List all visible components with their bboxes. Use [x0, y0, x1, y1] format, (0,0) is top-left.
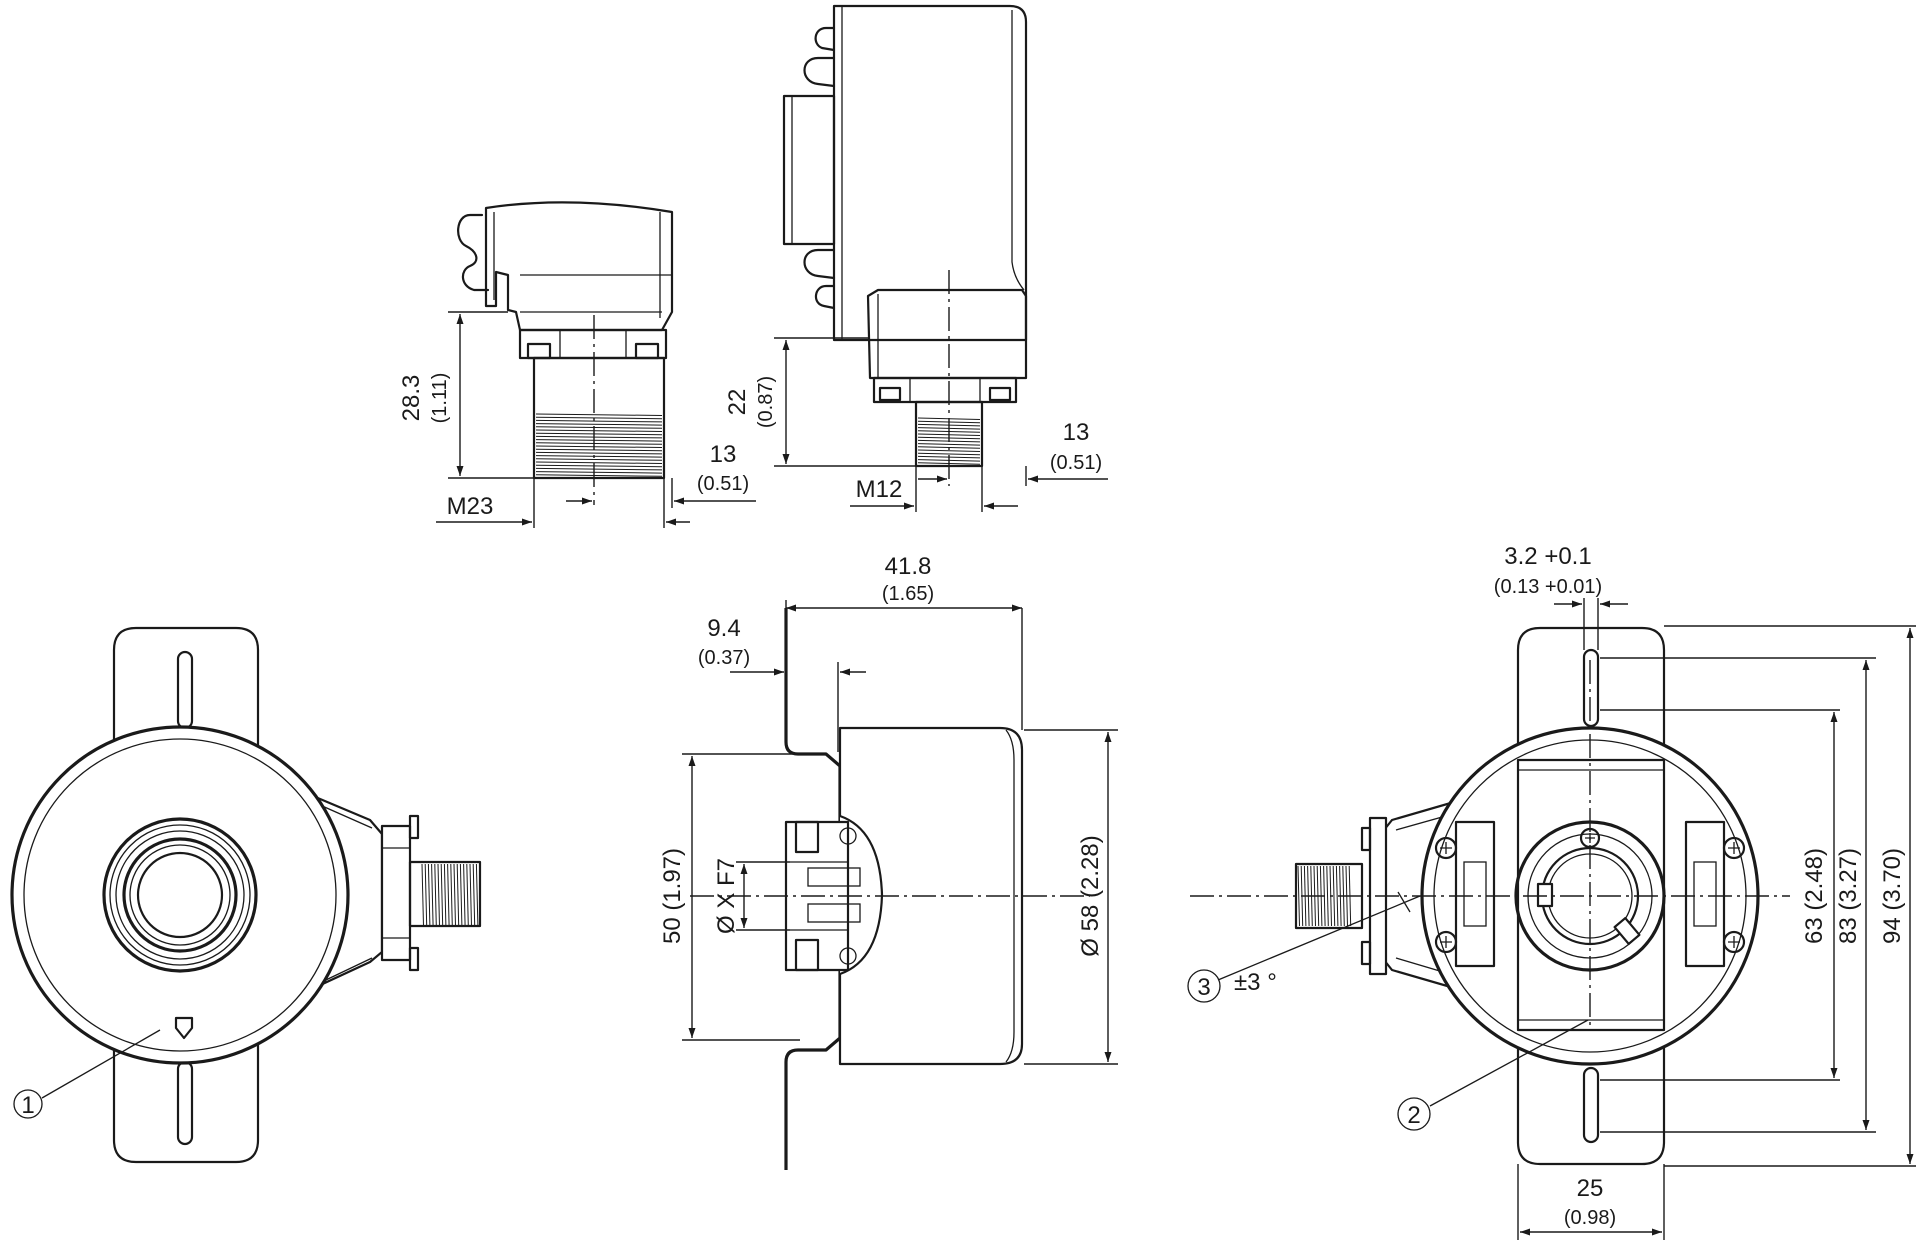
dim-rear-slot-inch: (0.13 +0.01)	[1494, 576, 1602, 598]
connector-view-m12: 22 (0.87) M12 13 (0.51)	[724, 4, 1108, 512]
thread-line	[459, 863, 463, 927]
thread-hatching-front	[421, 863, 479, 927]
thread-line	[535, 423, 663, 426]
dim-side-flange-value: 9.4	[707, 615, 740, 642]
thread-line	[535, 429, 663, 432]
thread-line	[535, 464, 663, 468]
dim-m12-thread-label: M12	[856, 476, 903, 503]
thread-line	[535, 471, 663, 474]
dim-rear-63: 63 (2.48)	[1801, 848, 1828, 944]
thread-line	[535, 445, 663, 448]
thread-hatching-m23	[535, 413, 663, 477]
thread-line	[535, 426, 663, 429]
thread-line	[917, 452, 981, 456]
callout-2: 2	[1407, 1102, 1420, 1129]
thread-line	[535, 467, 663, 471]
rear-view: 3.2 +0.1 (0.13 +0.01) 63 (2.48) 83 (3.27…	[1187, 543, 1916, 1240]
thread-line	[535, 432, 663, 436]
thread-line	[917, 443, 981, 446]
callout-1: 1	[21, 1092, 34, 1119]
thread-line	[469, 863, 472, 927]
thread-line	[535, 416, 663, 420]
dim-m12-offset-inch: (0.51)	[1050, 452, 1102, 474]
dim-rear-angle: ±3 °	[1234, 969, 1277, 996]
dim-m23-offset-inch: (0.51)	[697, 473, 749, 495]
thread-line	[434, 863, 437, 927]
dim-side-height: 50 (1.97)	[659, 848, 686, 944]
dim-side-diameter: Ø 58 (2.28)	[1077, 835, 1104, 956]
dim-side-flange-inch: (0.37)	[698, 647, 750, 669]
dim-side-length-value: 41.8	[885, 553, 932, 580]
thread-line	[535, 474, 663, 477]
dim-rear-slot-value: 3.2 +0.1	[1504, 543, 1591, 570]
thread-line	[535, 419, 663, 423]
thread-line	[447, 863, 450, 927]
dim-m12-height-value: 22	[724, 389, 751, 416]
thread-line	[535, 451, 663, 455]
thread-line	[453, 863, 456, 927]
thread-line	[535, 435, 663, 439]
thread-line	[421, 863, 424, 927]
thread-line	[535, 439, 663, 442]
thread-line	[443, 863, 447, 927]
thread-line	[1326, 865, 1329, 927]
thread-line	[535, 458, 663, 461]
thread-line	[472, 863, 476, 927]
dim-m23-offset-value: 13	[710, 441, 737, 468]
thread-line	[424, 863, 428, 927]
thread-line	[917, 449, 981, 452]
dim-side-length-inch: (1.65)	[882, 583, 934, 605]
thread-line	[535, 442, 663, 445]
thread-line	[1332, 865, 1336, 927]
front-view: 1	[10, 626, 482, 1164]
thread-line	[463, 863, 466, 927]
thread-line	[535, 461, 663, 464]
dim-rear-94: 94 (3.70)	[1879, 848, 1906, 944]
dim-side-shaft: Ø X F7	[713, 858, 740, 934]
thread-line	[437, 863, 440, 927]
thread-line	[535, 448, 663, 452]
dim-rear-width-inch: (0.98)	[1564, 1207, 1616, 1229]
thread-line	[1335, 865, 1339, 927]
thread-line	[1297, 865, 1300, 927]
thread-line	[535, 455, 663, 458]
dim-m23-height-value: 28.3	[398, 375, 425, 422]
dim-m23-height-inch: (1.11)	[429, 373, 451, 424]
thread-line	[475, 863, 479, 927]
dim-m12-offset-value: 13	[1063, 419, 1090, 446]
thread-line	[466, 863, 469, 927]
thread-line	[440, 863, 444, 927]
dim-m23-thread-label: M23	[447, 493, 494, 520]
thread-line	[450, 863, 453, 927]
thread-line	[427, 863, 431, 927]
side-view: 41.8 (1.65) 9.4 (0.37) 50 (1.97) Ø X F7 …	[659, 553, 1118, 1170]
thread-line	[535, 413, 663, 416]
callout-3: 3	[1197, 974, 1210, 1001]
dim-m12-height-inch: (0.87)	[755, 376, 777, 428]
dim-rear-83: 83 (3.27)	[1835, 848, 1862, 944]
thread-line	[431, 863, 434, 927]
connector-view-m23: 28.3 (1.11) M23 13 (0.51)	[398, 201, 756, 528]
dim-rear-width-value: 25	[1577, 1175, 1604, 1202]
thread-line	[456, 863, 460, 927]
